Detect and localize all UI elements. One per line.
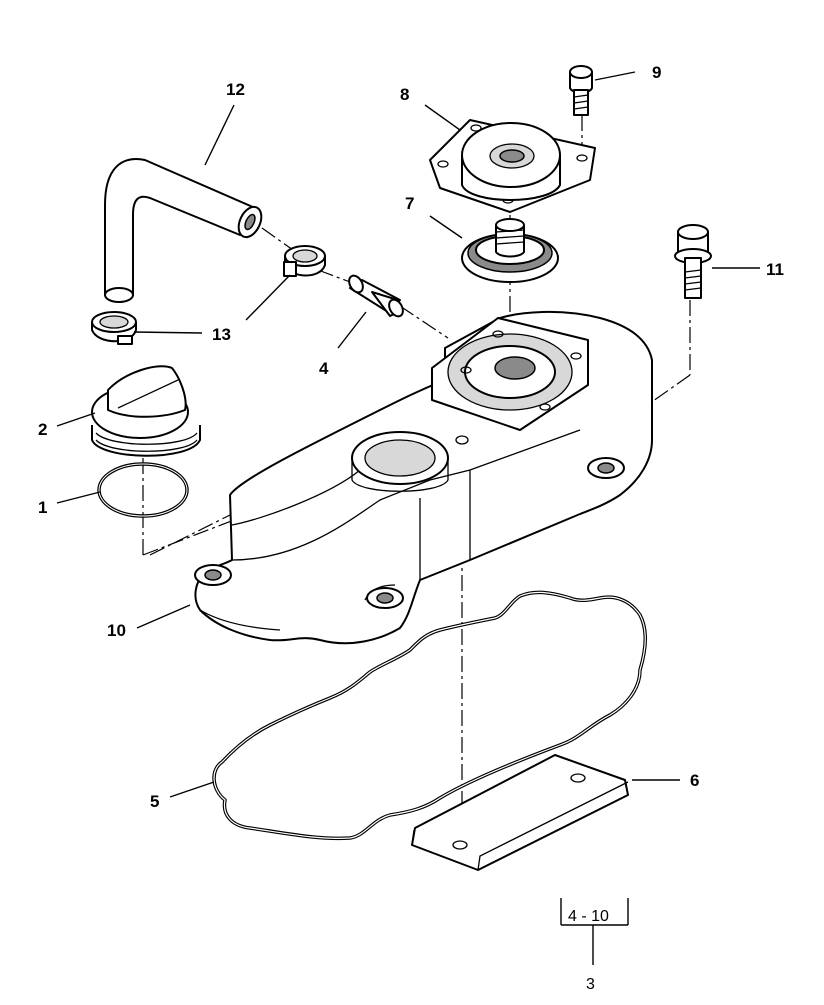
valve-cover <box>194 310 653 645</box>
oil-filler-cap <box>91 365 201 457</box>
callout-2: 2 <box>38 420 47 439</box>
leader-lines <box>56 71 760 965</box>
callouts: 1 2 4 5 6 7 8 9 10 11 12 13 <box>38 63 784 811</box>
breather-cover <box>429 119 596 213</box>
callout-12: 12 <box>226 80 245 99</box>
callout-7: 7 <box>405 194 414 213</box>
reference-box: 4 - 10 3 <box>560 898 629 993</box>
reference-page: 4 - 10 <box>568 908 609 925</box>
callout-5: 5 <box>150 792 159 811</box>
callout-11: 11 <box>766 260 784 279</box>
callout-4: 4 <box>319 359 329 378</box>
callout-1: 1 <box>38 498 47 517</box>
hose-clamp-upper <box>283 245 326 277</box>
reference-number: 3 <box>586 976 595 993</box>
callout-8: 8 <box>400 85 409 104</box>
breather-hose <box>104 158 263 303</box>
baffle-plate <box>411 754 629 871</box>
diaphragm <box>461 218 559 283</box>
flange-bolt <box>674 224 712 299</box>
cover-screw <box>569 65 593 116</box>
valve-cover-gasket <box>212 590 647 841</box>
callout-9: 9 <box>652 63 661 82</box>
hose-fitting <box>348 274 404 318</box>
callout-13: 13 <box>212 325 231 344</box>
o-ring <box>97 462 189 518</box>
hose-clamp-lower <box>91 311 137 345</box>
callout-6: 6 <box>690 771 699 790</box>
callout-10: 10 <box>107 621 126 640</box>
